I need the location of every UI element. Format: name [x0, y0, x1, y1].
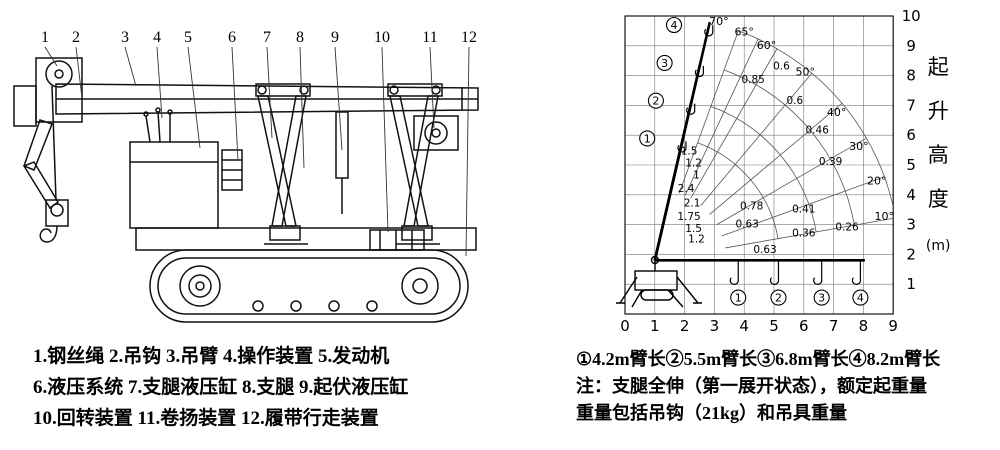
svg-text:0.78: 0.78: [740, 201, 763, 213]
horizontal-boom-hooks: 1 2 3 4: [654, 259, 869, 306]
svg-text:5: 5: [906, 156, 916, 174]
svg-text:40°: 40°: [827, 106, 847, 119]
svg-text:8: 8: [296, 29, 304, 46]
svg-text:0.39: 0.39: [819, 156, 842, 168]
svg-text:0: 0: [620, 317, 630, 335]
svg-text:1.5: 1.5: [685, 223, 702, 235]
svg-text:10°: 10°: [875, 210, 895, 223]
note-line: 重量包括吊钩（21kg）和吊具重量: [576, 403, 848, 423]
axis-tick-labels: 0 1 2 3 4 5 6 7 8 9 1 2 3 4 5 6 7 8 9 10: [620, 7, 921, 335]
svg-text:1: 1: [735, 292, 742, 305]
svg-text:2.1: 2.1: [684, 198, 701, 210]
svg-text:4: 4: [671, 19, 678, 32]
svg-text:3: 3: [710, 317, 720, 335]
svg-text:20°: 20°: [867, 174, 887, 187]
svg-text:4: 4: [153, 29, 161, 46]
parts-legend: 1.钢丝绳 2.吊钩 3.吊臂 4.操作装置 5.发动机 6.液压系统 7.支腿…: [33, 341, 408, 434]
boom-angle-labels: 70° 65°60° 50° 40° 30° 20° 10°: [709, 15, 894, 223]
svg-text:8: 8: [859, 317, 869, 335]
legend-line: 10.回转装置 11.卷扬装置 12.履带行走装置: [33, 408, 379, 429]
note-line: 注：支腿全伸（第一展开状态），额定起重量: [576, 376, 927, 396]
chart-crane-silhouette: [616, 255, 702, 308]
svg-text:升: 升: [928, 99, 949, 123]
svg-text:2.4: 2.4: [678, 183, 695, 195]
legend-line: 1.钢丝绳 2.吊钩 3.吊臂 4.操作装置 5.发动机: [33, 346, 390, 367]
svg-text:9: 9: [331, 29, 339, 46]
svg-text:0.46: 0.46: [806, 125, 830, 137]
svg-text:60°: 60°: [757, 39, 777, 52]
boom-positions: 1 2 3 4: [639, 16, 714, 261]
svg-text:7: 7: [829, 317, 839, 335]
svg-text:5: 5: [184, 29, 192, 46]
svg-text:1.2: 1.2: [685, 157, 702, 169]
svg-text:7: 7: [906, 96, 916, 114]
svg-text:6: 6: [906, 126, 916, 144]
svg-text:50°: 50°: [796, 66, 816, 79]
svg-text:0.6: 0.6: [787, 95, 804, 107]
svg-text:4: 4: [857, 292, 864, 305]
svg-text:1: 1: [644, 132, 651, 145]
svg-text:0.6: 0.6: [773, 61, 790, 73]
crane-drawing-strokes: [13, 57, 479, 323]
svg-text:1.5: 1.5: [681, 146, 698, 158]
svg-text:5: 5: [769, 317, 779, 335]
legend-line: 6.液压系统 7.支腿液压缸 8.支腿 9.起伏液压缸: [33, 377, 409, 398]
svg-text:9: 9: [888, 317, 898, 335]
svg-text:0.41: 0.41: [792, 204, 815, 216]
svg-text:1: 1: [906, 275, 916, 293]
boom-length-caption: ①4.2m臂长②5.5m臂长③6.8m臂长④8.2m臂长: [576, 349, 941, 369]
svg-text:30°: 30°: [849, 140, 869, 153]
svg-text:1: 1: [650, 317, 660, 335]
svg-text:1.75: 1.75: [677, 211, 700, 223]
svg-text:6: 6: [799, 317, 809, 335]
svg-text:10: 10: [902, 7, 921, 25]
chart-captions: ①4.2m臂长②5.5m臂长③6.8m臂长④8.2m臂长 注：支腿全伸（第一展开…: [576, 346, 940, 427]
rated-load-values: 0.850.60.60.460.391.51.212.42.11.751.51.…: [677, 61, 859, 256]
svg-text:3: 3: [906, 216, 916, 234]
range-fan: [678, 30, 894, 249]
svg-text:1: 1: [693, 169, 700, 181]
svg-text:8: 8: [906, 67, 916, 85]
svg-text:2: 2: [680, 317, 690, 335]
load-chart-panel: 0 1 2 3 4 5 6 7 8 9 1 2 3 4 5 6 7 8 9 10 起升高度 (m) 1 2 3 4 1 2 3 4 0.85…: [530, 0, 1000, 450]
svg-text:0.63: 0.63: [753, 244, 776, 256]
svg-text:4: 4: [906, 186, 916, 204]
svg-text:65°: 65°: [734, 25, 754, 38]
svg-text:3: 3: [818, 292, 825, 305]
svg-text:10: 10: [374, 29, 390, 46]
svg-text:起: 起: [928, 55, 949, 79]
svg-text:3: 3: [121, 29, 129, 46]
svg-text:(m): (m): [926, 238, 951, 254]
svg-text:9: 9: [906, 37, 916, 55]
svg-text:4: 4: [739, 317, 749, 335]
svg-text:高: 高: [928, 143, 949, 167]
svg-text:0.63: 0.63: [735, 219, 758, 231]
svg-text:度: 度: [928, 187, 949, 211]
svg-text:3: 3: [661, 57, 668, 70]
svg-text:0.26: 0.26: [835, 222, 859, 234]
svg-text:2: 2: [652, 95, 659, 108]
svg-text:0.36: 0.36: [792, 228, 816, 240]
plot-border: [624, 15, 894, 315]
svg-text:2: 2: [906, 245, 916, 263]
svg-text:2: 2: [775, 292, 782, 305]
svg-text:0.85: 0.85: [741, 74, 764, 86]
svg-text:7: 7: [263, 29, 271, 46]
svg-text:1.2: 1.2: [688, 233, 705, 245]
svg-text:70°: 70°: [709, 15, 729, 28]
svg-text:1: 1: [41, 29, 49, 46]
svg-text:2: 2: [72, 29, 80, 46]
svg-text:11: 11: [422, 29, 437, 46]
svg-text:6: 6: [228, 29, 236, 46]
svg-text:12: 12: [461, 29, 477, 46]
